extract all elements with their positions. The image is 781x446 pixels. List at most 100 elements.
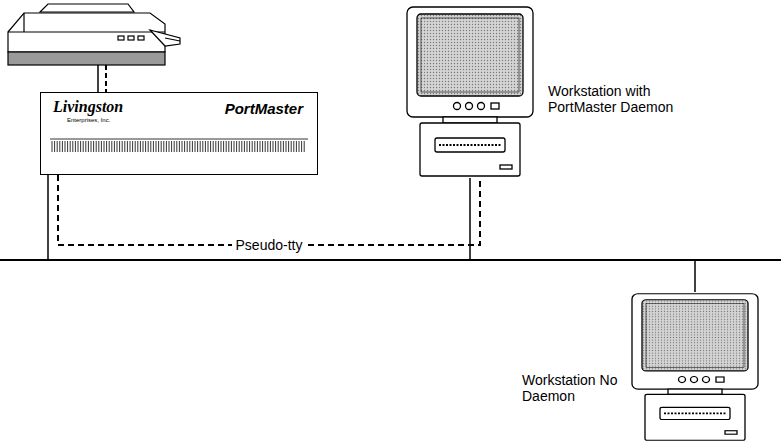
vent-slot <box>280 141 281 152</box>
network-line <box>0 259 781 261</box>
vent-slot <box>257 141 258 152</box>
workstation-drawing <box>405 5 535 178</box>
serial-link <box>105 65 107 92</box>
vent-slot <box>70 141 71 152</box>
vent-slot <box>189 141 190 152</box>
vent-slot <box>200 141 201 152</box>
vent-slot <box>127 141 128 152</box>
printer <box>8 4 180 65</box>
vent-slot <box>78 141 79 152</box>
wire <box>47 175 49 260</box>
vent-slot <box>254 141 255 152</box>
vent-slot <box>202 141 203 152</box>
vent-slot <box>182 141 183 152</box>
vent-rule <box>50 139 308 140</box>
vent-slot <box>223 141 224 152</box>
vent-slot <box>59 141 60 152</box>
vent-slot <box>283 141 284 152</box>
vent-slot <box>96 141 97 152</box>
vent-slot <box>161 141 162 152</box>
workstation-drawing <box>630 292 760 442</box>
vent-slot <box>143 141 144 152</box>
vent-slot <box>140 141 141 152</box>
vent-slot <box>228 141 229 152</box>
vent-slot <box>265 141 266 152</box>
product-name: PortMaster <box>225 100 303 117</box>
vent-slot <box>215 141 216 152</box>
vent-slot <box>236 141 237 152</box>
vent-slot <box>158 141 159 152</box>
vent-slot <box>187 141 188 152</box>
vent-slot <box>231 141 232 152</box>
vent-slot <box>234 141 235 152</box>
vent-slot <box>124 141 125 152</box>
vent-slot <box>85 141 86 152</box>
vent-slot <box>135 141 136 152</box>
vent-slot <box>296 141 297 152</box>
vent-slot <box>171 141 172 152</box>
vent-slot <box>270 141 271 152</box>
vent-slot <box>208 141 209 152</box>
wire <box>469 178 471 260</box>
vent-slot <box>278 141 279 152</box>
vent-slot <box>299 141 300 152</box>
vent-slot <box>275 141 276 152</box>
vent-slot <box>80 141 81 152</box>
wire <box>694 260 696 292</box>
vent-slot <box>111 141 112 152</box>
vent-slot <box>260 141 261 152</box>
vent-slot <box>252 141 253 152</box>
vent-slot <box>239 141 240 152</box>
workstation-label: Workstation No Daemon <box>522 372 622 404</box>
vent-slot <box>93 141 94 152</box>
vent-slot <box>57 141 58 152</box>
vent-slot <box>145 141 146 152</box>
vent-slot <box>301 141 302 152</box>
vent-slot <box>304 141 305 152</box>
vent-slot <box>150 141 151 152</box>
workstation-label: Workstation with PortMaster Daemon <box>548 83 688 115</box>
vent-slot <box>273 141 274 152</box>
vent-slot <box>106 141 107 152</box>
vent-slot <box>122 141 123 152</box>
vent-slot <box>130 141 131 152</box>
vent-slot <box>262 141 263 152</box>
vent-slot <box>286 141 287 152</box>
pseudo-tty-connector <box>58 175 480 245</box>
vent-slot <box>67 141 68 152</box>
vent-slot <box>210 141 211 152</box>
vent-slot <box>62 141 63 152</box>
vent-slot <box>247 141 248 152</box>
vent-slot <box>197 141 198 152</box>
vent-slot <box>104 141 105 152</box>
vent-slot <box>101 141 102 152</box>
vent-slot <box>244 141 245 152</box>
vent-slot <box>291 141 292 152</box>
edge-label: Pseudo-tty <box>232 237 307 254</box>
vent-slot <box>226 141 227 152</box>
vent-slot <box>137 141 138 152</box>
vent-slot <box>221 141 222 152</box>
vent-slot <box>174 141 175 152</box>
vent-slot <box>205 141 206 152</box>
vent-slot <box>114 141 115 152</box>
vent-slot <box>88 141 89 152</box>
workstation: Workstation with PortMaster Daemon <box>405 5 535 178</box>
vent-slot <box>72 141 73 152</box>
portmaster-box: LivingstonEnterprises, Inc.PortMaster <box>40 92 318 175</box>
vent-slot <box>184 141 185 152</box>
vent-slot <box>153 141 154 152</box>
vent-slot <box>195 141 196 152</box>
vent-slot <box>148 141 149 152</box>
vent-slot <box>241 141 242 152</box>
vent-slot <box>91 141 92 152</box>
workstation: Workstation No Daemon <box>630 292 760 442</box>
vent-slot <box>75 141 76 152</box>
vent-slot <box>293 141 294 152</box>
vent-slot <box>267 141 268 152</box>
vent-slot <box>249 141 250 152</box>
vent-slot <box>213 141 214 152</box>
vent-slot <box>176 141 177 152</box>
vent-slot <box>166 141 167 152</box>
wire <box>97 65 99 92</box>
